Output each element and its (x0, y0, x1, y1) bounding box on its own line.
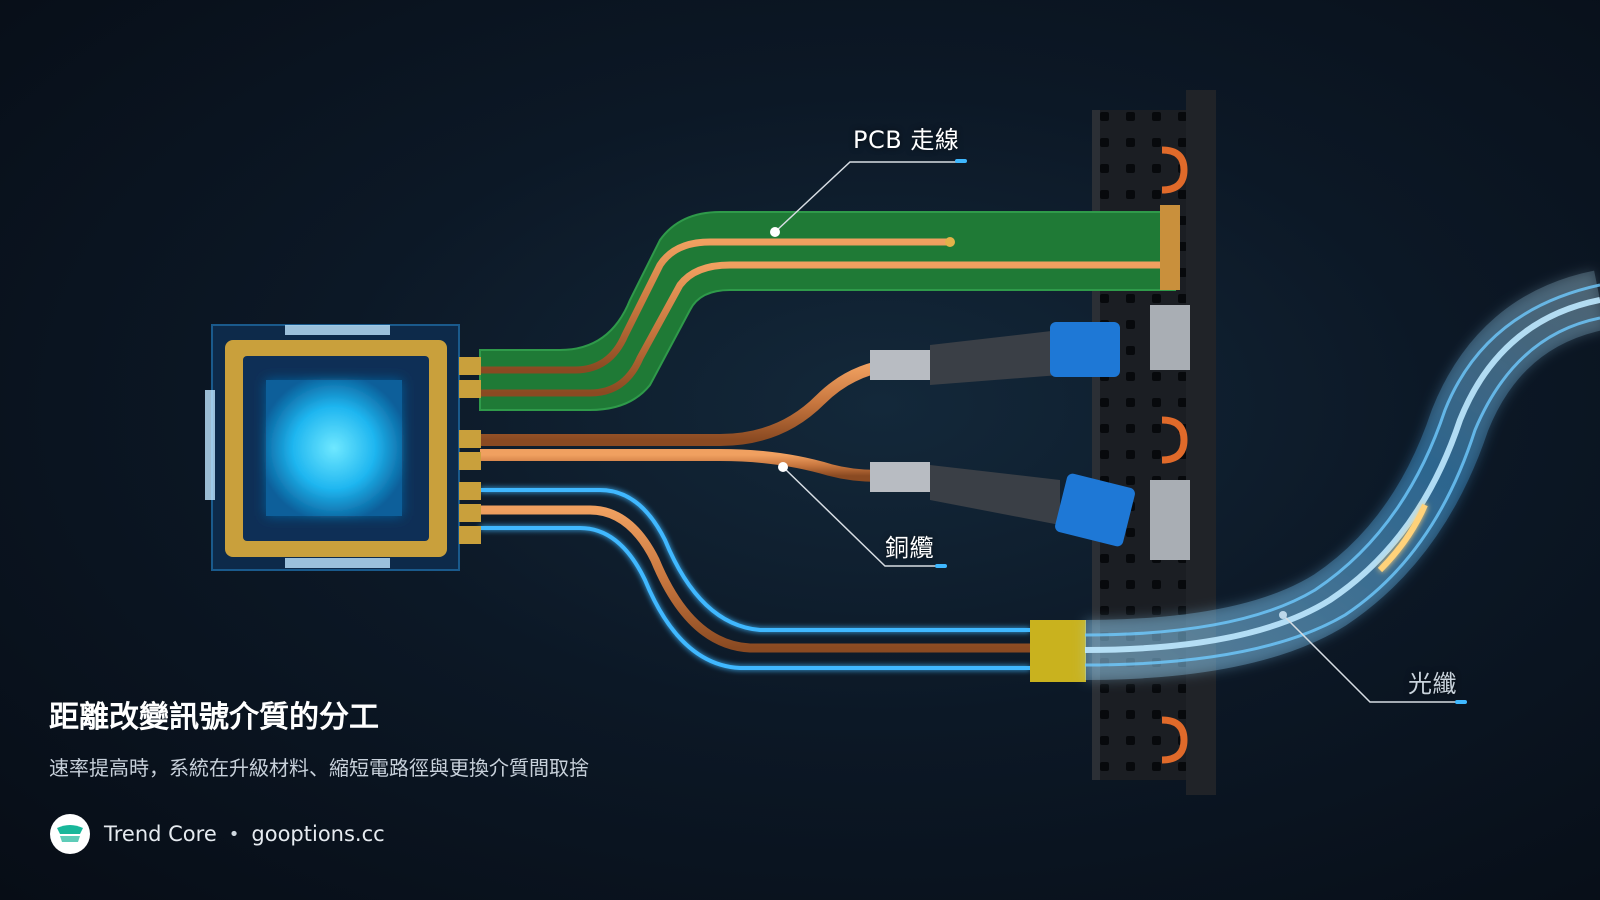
callout-dot-pcb (770, 227, 780, 237)
chip-die (266, 380, 402, 516)
fiber-optic (1084, 270, 1600, 680)
trend-core-logo-icon (50, 814, 90, 854)
callout-lines (774, 161, 1465, 703)
copper-cables (480, 322, 1135, 547)
pcb-edge-connector (1160, 205, 1180, 290)
callout-accent-pcb (955, 159, 967, 163)
callout-label-copper: 銅纜 (885, 534, 934, 562)
chip-pins-top (285, 325, 390, 335)
rack-port-1 (1150, 305, 1190, 370)
brand-footer: Trend Core • gooptions.cc (50, 813, 385, 855)
copper-ferrule-1 (870, 350, 930, 380)
callout-accent-copper (935, 564, 947, 568)
copper-connector-2 (1055, 473, 1135, 547)
callout-line-fiber (1282, 614, 1465, 703)
callout-dots (770, 227, 1287, 619)
callout-dot-fiber (1279, 611, 1287, 619)
processor-chip (205, 324, 481, 571)
brand-separator: • (228, 823, 240, 845)
optical-module (1030, 620, 1086, 682)
rack-cable-loop-1 (1161, 146, 1188, 194)
callout-line-copper (782, 466, 945, 567)
caption-title: 距離改變訊號介質的分工 (49, 700, 379, 735)
copper-braid-1 (930, 330, 1060, 385)
callout-dot-copper (778, 462, 788, 472)
copper-ferrule-2 (870, 462, 930, 492)
callout-label-fiber: 光纖 (1408, 670, 1457, 698)
brand-domain: gooptions.cc (251, 822, 385, 846)
chip-pins-bottom (285, 558, 390, 568)
brand-text: Trend Core • gooptions.cc (104, 822, 385, 846)
chip-pins-left (205, 390, 215, 500)
callout-label-pcb: PCB 走線 (853, 126, 960, 154)
caption-subtitle: 速率提高時，系統在升級材料、縮短電路徑與更換介質間取捨 (49, 756, 589, 780)
callout-accent-fiber (1455, 700, 1467, 704)
pcb-board (479, 205, 1180, 411)
copper-braid-2 (930, 465, 1060, 525)
callout-line-pcb (774, 161, 965, 233)
rack-cable-loop-2 (1161, 416, 1188, 464)
brand-name: Trend Core (104, 822, 217, 846)
rack-column (1092, 90, 1216, 795)
copper-connector-1 (1050, 322, 1120, 377)
rack-port-2 (1150, 480, 1190, 560)
callout-accents (935, 159, 1467, 704)
chip-output-pads (459, 357, 481, 544)
rack-cable-loop-3 (1161, 716, 1188, 764)
optical-traces (480, 488, 1086, 682)
